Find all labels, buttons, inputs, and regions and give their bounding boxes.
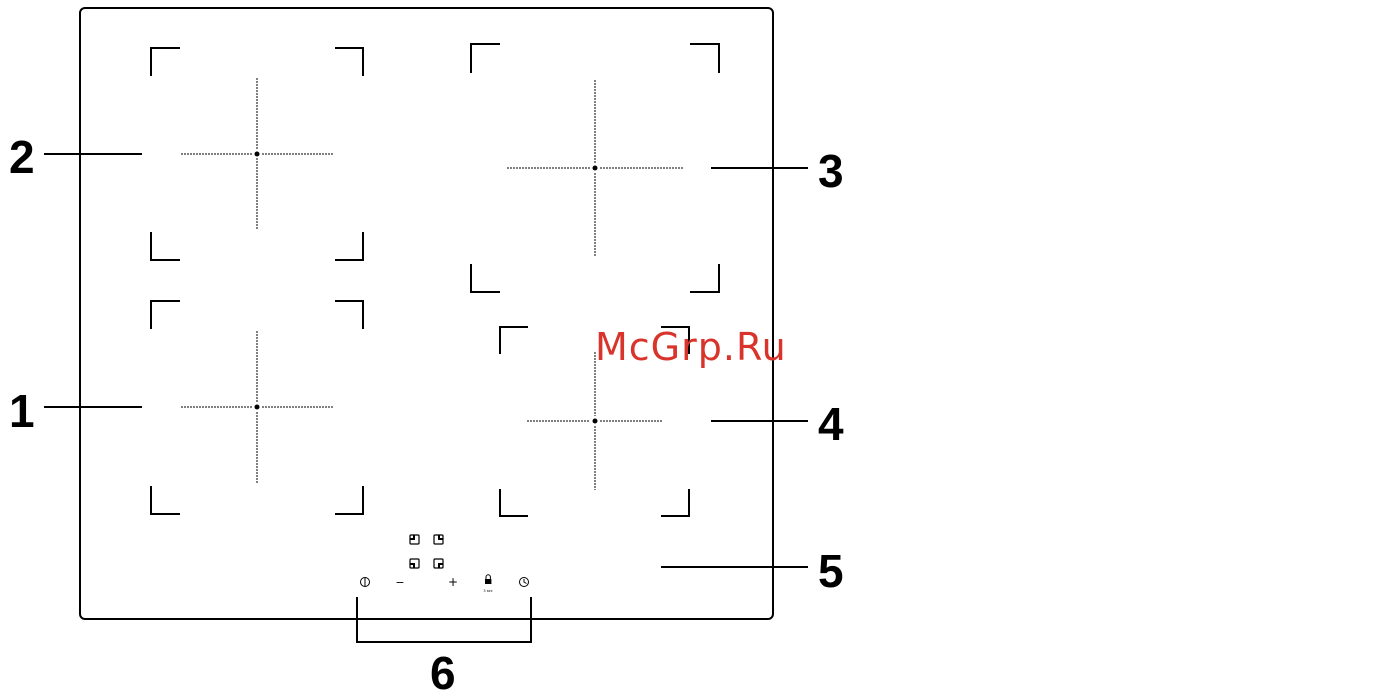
hob-outline [80, 8, 773, 619]
callout-3: 3 [818, 148, 844, 194]
minus-symbol: − [395, 576, 404, 589]
front-right-zone-icon [434, 559, 443, 568]
watermark: McGrp.Ru [595, 328, 787, 366]
clock-icon [520, 578, 529, 587]
callout-1: 1 [9, 388, 35, 434]
zone-center-dot [255, 405, 260, 410]
zone-center-dot [255, 152, 260, 157]
lock-icon [485, 575, 491, 584]
zone-selector-icons [410, 535, 443, 568]
zone-center-dot [593, 419, 598, 424]
rear-left-zone-icon [410, 535, 419, 544]
callout-6: 6 [430, 650, 456, 696]
callout-5: 5 [818, 548, 844, 594]
plus-symbol: + [448, 575, 458, 589]
callout-4: 4 [818, 401, 844, 447]
rear-right-zone-icon [434, 535, 443, 544]
front-left-zone-icon [410, 559, 419, 568]
zone-center-dot [593, 166, 598, 171]
power-icon [361, 578, 370, 587]
lock-caption: 3 sec [483, 589, 492, 593]
callout-2: 2 [9, 134, 35, 180]
